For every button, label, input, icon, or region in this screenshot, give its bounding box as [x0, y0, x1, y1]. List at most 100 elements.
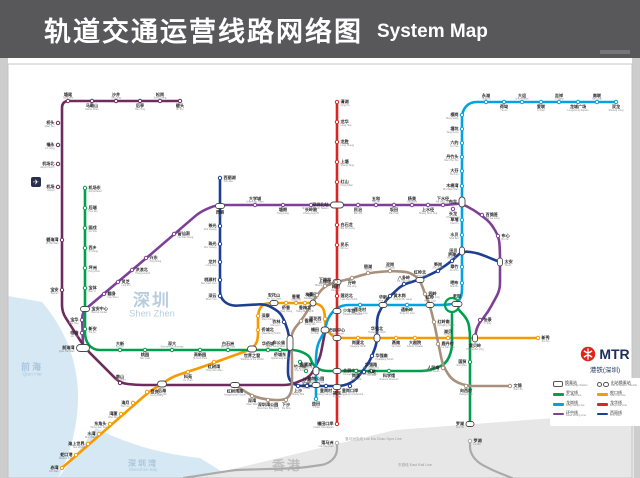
station-label-en: Longcheng Square [567, 109, 589, 112]
station-label-en: Tang Wei [63, 97, 74, 100]
station-dot [334, 242, 340, 248]
station-dot [519, 99, 525, 105]
station-label-en: Zhu Guang [204, 246, 217, 249]
station-dot [55, 161, 61, 167]
station-dot [265, 397, 271, 403]
line-color-swatch [553, 402, 564, 406]
station-dot [117, 380, 123, 386]
station-dot [280, 202, 286, 208]
station-label: 清湖 [341, 98, 349, 104]
station-dot [409, 202, 415, 208]
station-label-en: Chi Wei [368, 374, 377, 377]
station-label-en: Min Le [341, 247, 349, 250]
station-dot [386, 368, 392, 374]
station-dot [303, 368, 309, 374]
station-label-en: Da Xin [116, 346, 124, 349]
line-color-swatch [553, 393, 564, 396]
map-frame [7, 63, 633, 478]
station-label-en: Bu Xin [502, 238, 510, 241]
station-label: 银湖 [364, 263, 372, 269]
station-label-en: Nan Lian [592, 98, 603, 101]
station-label-en: Liu Yue [450, 145, 459, 148]
station-label: 泥岗 [386, 261, 394, 267]
line-name-label: 落马洲支线 Lok Ma Chau Spur Line [345, 436, 402, 441]
interchange-station [269, 300, 279, 306]
station-dot [459, 154, 465, 160]
station-label-en: Xia Sha [282, 407, 291, 410]
station-label: 茶光 [207, 222, 217, 228]
station-label: 草埔 [450, 216, 459, 222]
station-dot [387, 268, 393, 274]
line-color-swatch [597, 393, 608, 396]
station-label-en: Hai Yue [121, 405, 130, 408]
interchange-station [332, 335, 342, 341]
station-label-en: Xin Xiu [542, 340, 551, 343]
station-dot [594, 99, 600, 105]
station-dot [59, 465, 65, 471]
airport-icon-glyph: ✈ [33, 180, 39, 187]
interchange-station [415, 277, 425, 283]
station-label-en: Lu Dan Cun [442, 346, 456, 349]
station-label: 田贝 [449, 247, 457, 253]
station-label-en: Long Hua [341, 124, 352, 127]
station-label-en: Hong Ling [424, 299, 436, 302]
station-label: 坂田 [390, 206, 398, 212]
station-dot [185, 369, 191, 375]
interchange-station [157, 380, 167, 388]
station-label-en: Airport North [40, 166, 55, 169]
station-label-en: Fan Shen [108, 296, 119, 299]
station-label-en: Hou Rui [89, 210, 98, 213]
station-label: 上水径 [422, 206, 435, 212]
station-label: 机场东 [89, 184, 101, 190]
station-dot [65, 98, 71, 104]
station-label: 布吉 [449, 198, 457, 204]
station-label: 六约 [450, 139, 458, 145]
station-label-en: Shen Yun [206, 298, 217, 301]
station-dot [507, 383, 513, 389]
station-label: 罗湖 [474, 437, 482, 443]
station-label: 会展中心 [343, 367, 360, 373]
station-label-en: Airport East [89, 190, 102, 193]
station-label-en: Xiang Mei North [296, 310, 315, 313]
station-label-en: Wen Jin [514, 388, 524, 391]
station-dot [217, 259, 223, 265]
station-label-en: Yi Tian [312, 406, 320, 409]
station-label-en: Hongling South [438, 324, 456, 327]
station-label: 深圳北站 [312, 201, 329, 207]
page-title-en: System Map [377, 21, 488, 42]
station-label: 赤尾 [368, 368, 376, 374]
map-background [8, 58, 632, 478]
station-label: 海月 [121, 399, 129, 405]
station-label-en: Xi Xiang [89, 250, 99, 253]
station-label-en: Shenzhen Bay Park [257, 407, 280, 410]
station-label-en: Da Fen [450, 173, 459, 176]
station-label-en: Grand Theater [407, 345, 423, 348]
station-label: 少年宫 [342, 307, 355, 313]
station-label: 民治 [354, 206, 362, 212]
station-dot [449, 258, 455, 264]
station-label: 深湾 [248, 397, 257, 403]
station-label: 翻身 [108, 290, 116, 296]
station-dot [450, 206, 456, 212]
station-dot [334, 159, 340, 165]
station-label: 香梅 [304, 317, 314, 323]
station-label: 西丽 [216, 209, 224, 215]
station-label-en: Heng Gang [446, 117, 459, 120]
station-label-en: Dan Zhu Tou [444, 159, 459, 162]
station-label-en: Hongshuwan South [224, 393, 246, 396]
water-area [8, 296, 79, 478]
metro-line-罗宝线 [83, 186, 454, 373]
station-label: 深云 [208, 292, 216, 298]
station-dot [355, 335, 361, 341]
station-dot [217, 241, 223, 247]
station-dot [297, 359, 303, 365]
station-label: 松岗 [156, 91, 164, 97]
station-label-en: Shang Tang [341, 164, 355, 167]
interchange-station [312, 366, 320, 376]
station-label-en: Mu Mian Wan [443, 188, 459, 191]
